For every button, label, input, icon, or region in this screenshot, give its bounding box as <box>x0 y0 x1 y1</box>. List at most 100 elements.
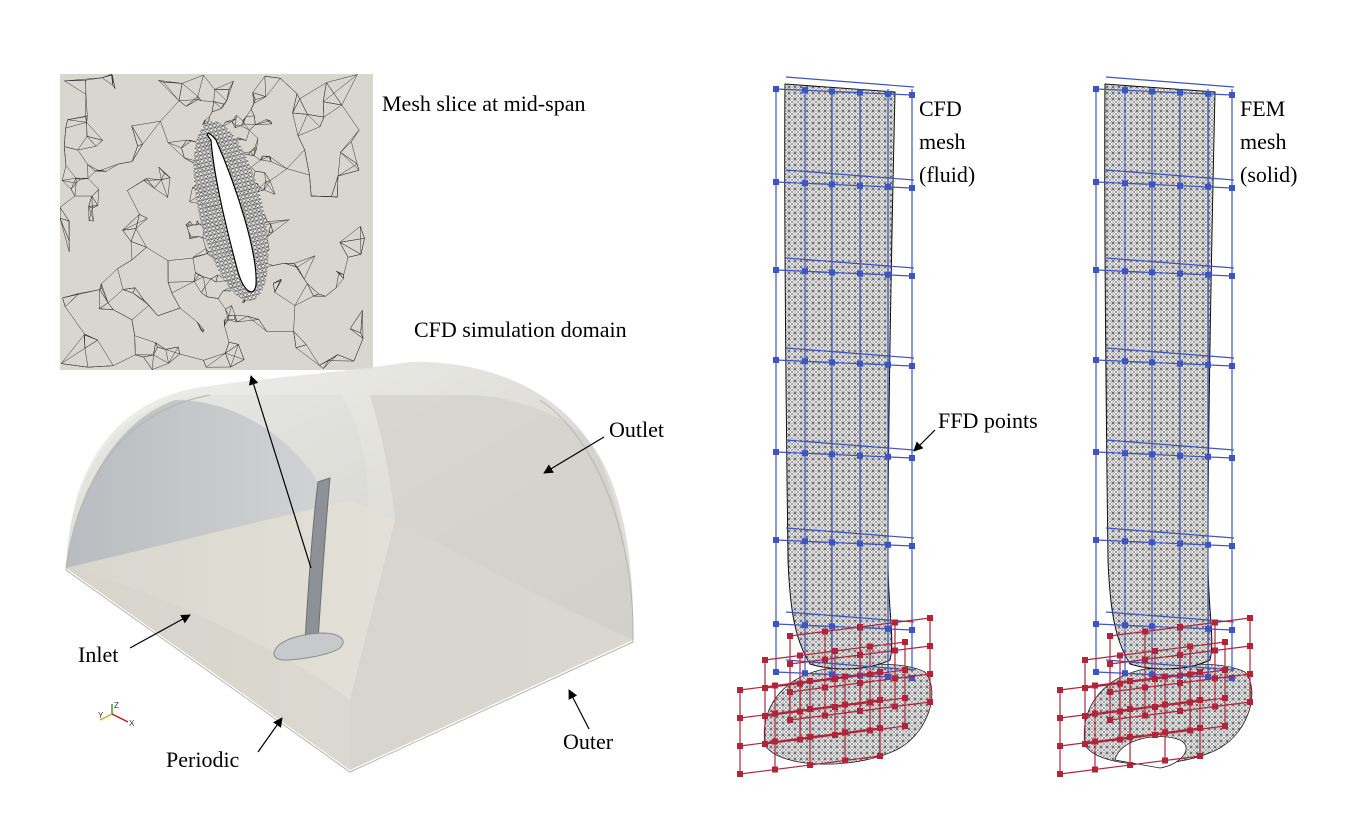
ffd-point-red <box>1177 624 1183 630</box>
ffd-point-blue <box>1205 361 1211 368</box>
axis-x-label: X <box>129 719 135 728</box>
ffd-point-blue <box>829 359 835 366</box>
ffd-point-blue <box>1229 363 1235 369</box>
ffd-point-red <box>822 684 828 691</box>
ffd-point-red <box>1092 710 1098 717</box>
ffd-point-blue <box>909 675 915 681</box>
ffd-point-red <box>1152 704 1158 710</box>
ffd-point-blue <box>857 452 863 459</box>
ffd-point-blue <box>829 181 835 188</box>
ffd-point-blue <box>1205 183 1211 190</box>
ffd-point-red <box>927 671 933 677</box>
ffd-point-blue <box>1149 359 1155 366</box>
ffd-point-red <box>1222 723 1228 729</box>
ffd-point-red <box>1142 656 1148 663</box>
ffd-point-red <box>842 729 848 736</box>
ffd-point-blue <box>909 185 915 191</box>
ffd-point-blue <box>773 449 779 455</box>
ffd-point-red <box>867 671 873 678</box>
ffd-point-blue <box>1177 452 1183 459</box>
ffd-point-red <box>1082 685 1088 691</box>
ffd-point-blue <box>1205 271 1211 278</box>
ffd-point-blue <box>773 179 779 185</box>
ffd-point-blue <box>909 92 915 98</box>
outer-arrow <box>568 689 590 730</box>
ffd-point-blue <box>909 627 915 633</box>
ffd-point-red <box>772 766 778 773</box>
ffd-point-blue <box>885 673 891 680</box>
ffd-point-red <box>787 689 793 695</box>
ffd-point-red <box>1057 687 1063 693</box>
ffd-point-red <box>1152 732 1158 738</box>
ffd-point-red <box>1057 771 1063 777</box>
ffd-point-red <box>1212 675 1218 682</box>
ffd-point-red <box>797 736 803 743</box>
ffd-point-red <box>892 647 898 654</box>
fem-mesh-label-line1: FEM <box>1240 96 1285 121</box>
ffd-point-red <box>822 656 828 663</box>
ffd-point-blue <box>773 669 779 675</box>
ffd-point-red <box>842 701 848 708</box>
ffd-point-red <box>1197 669 1203 675</box>
domain-outline <box>65 394 634 773</box>
ffd-point-blue <box>773 86 779 92</box>
ffd-point-blue <box>857 182 863 189</box>
ffd-point-blue <box>773 267 779 273</box>
ffd-point-blue <box>885 90 891 97</box>
ffd-point-red <box>772 710 778 717</box>
ffd-points-label: FFD points <box>938 408 1038 433</box>
ffd-point-red <box>927 699 933 705</box>
ffd-point-blue <box>1093 669 1099 675</box>
fem-mesh-label-line2: mesh <box>1240 129 1286 154</box>
ffd-point-red <box>807 706 813 712</box>
ffd-point-red <box>842 757 848 764</box>
ffd-point-blue <box>1122 87 1128 94</box>
ffd-point-red <box>1152 648 1158 654</box>
ffd-point-blue <box>909 543 915 549</box>
ffd-point-blue <box>802 670 808 677</box>
ffd-point-blue <box>802 87 808 94</box>
ffd-point-red <box>1247 643 1253 649</box>
ffd-point-red <box>1222 695 1228 701</box>
ffd-point-red <box>927 615 933 621</box>
ffd-point-red <box>1117 736 1123 743</box>
ffd-point-red <box>1082 713 1088 719</box>
ffd-point-red <box>822 712 828 719</box>
ffd-point-red <box>892 703 898 710</box>
ffd-point-red <box>1117 652 1123 659</box>
ffd-point-red <box>797 680 803 687</box>
ffd-point-red <box>737 743 743 749</box>
ffd-point-red <box>1222 639 1228 645</box>
mesh-slice-label: Mesh slice at mid-span <box>382 91 585 116</box>
ffd-point-red <box>1142 684 1148 691</box>
ffd-point-blue <box>885 625 891 632</box>
ffd-point-blue <box>802 622 808 629</box>
ffd-point-blue <box>1149 539 1155 546</box>
fem-mesh-label-line3: (solid) <box>1240 162 1297 187</box>
ffd-point-red <box>1177 680 1183 686</box>
ffd-point-blue <box>829 451 835 458</box>
ffd-point-blue <box>1093 537 1099 543</box>
ffd-point-blue <box>1149 623 1155 630</box>
ffd-point-blue <box>1122 538 1128 545</box>
ffd-point-red <box>1197 697 1203 703</box>
cfd-domain <box>65 361 634 773</box>
cfd-mesh-label-line1: CFD <box>919 96 962 121</box>
cfd-ffd-red-lattice <box>737 615 933 777</box>
ffd-point-red <box>1107 661 1113 667</box>
ffd-point-blue <box>802 538 808 545</box>
slice-pointer-arrow <box>248 375 312 569</box>
ffd-point-blue <box>1205 541 1211 548</box>
ffd-point-blue <box>1229 455 1235 461</box>
ffd-point-red <box>877 725 883 731</box>
ffd-point-red <box>902 639 908 645</box>
ffd-point-red <box>1082 657 1088 663</box>
ffd-point-red <box>857 708 863 714</box>
ffd-point-blue <box>802 180 808 187</box>
ffd-point-red <box>1117 680 1123 687</box>
ffd-point-blue <box>1177 540 1183 547</box>
ffd-point-red <box>902 723 908 729</box>
ffd-point-red <box>1107 633 1113 639</box>
ffd-point-red <box>1187 699 1193 706</box>
ffd-point-blue <box>857 540 863 547</box>
